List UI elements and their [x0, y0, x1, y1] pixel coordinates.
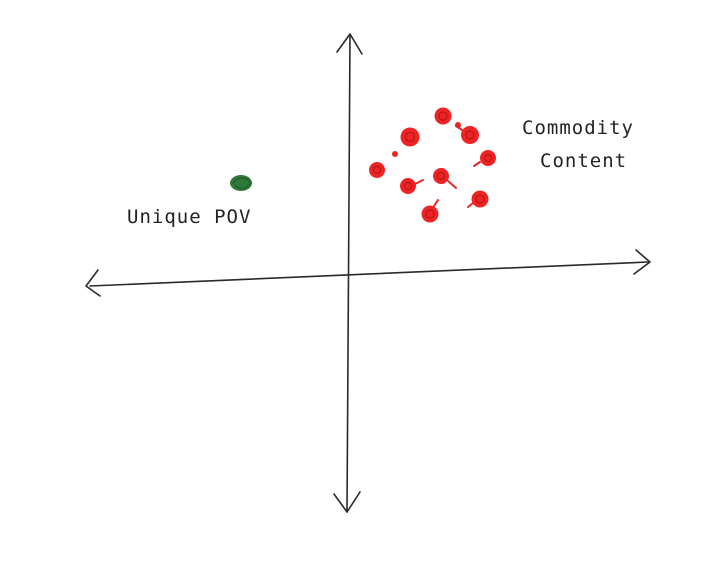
commodity-dot [400, 127, 420, 147]
vertical-axis-line [346, 35, 351, 513]
unique-pov-dot-scribble [232, 177, 251, 189]
horizontal-axis-line [89, 261, 649, 287]
commodity-dot [433, 168, 457, 189]
commodity-dot [455, 125, 479, 144]
unique-pov-label: Unique POV [127, 206, 251, 228]
commodity-dot [400, 178, 424, 194]
right-arrowhead [633, 249, 651, 275]
left-arrowhead [85, 269, 101, 297]
commodity-dot [455, 122, 461, 128]
commodity-dot [421, 199, 439, 223]
commodity-dot [392, 151, 398, 157]
unique-pov-cluster [230, 175, 252, 191]
vertical-axis [333, 33, 363, 513]
commodity-cluster [369, 107, 496, 223]
horizontal-axis [85, 249, 651, 297]
commodity-label-line1: Commodity [522, 117, 634, 139]
commodity-label-line2: Content [540, 150, 627, 172]
commodity-dot [467, 190, 489, 208]
top-arrowhead [336, 33, 363, 55]
bottom-arrowhead [333, 491, 361, 513]
commodity-dot [369, 162, 385, 178]
commodity-dot [434, 107, 452, 125]
commodity-dot [473, 150, 496, 167]
